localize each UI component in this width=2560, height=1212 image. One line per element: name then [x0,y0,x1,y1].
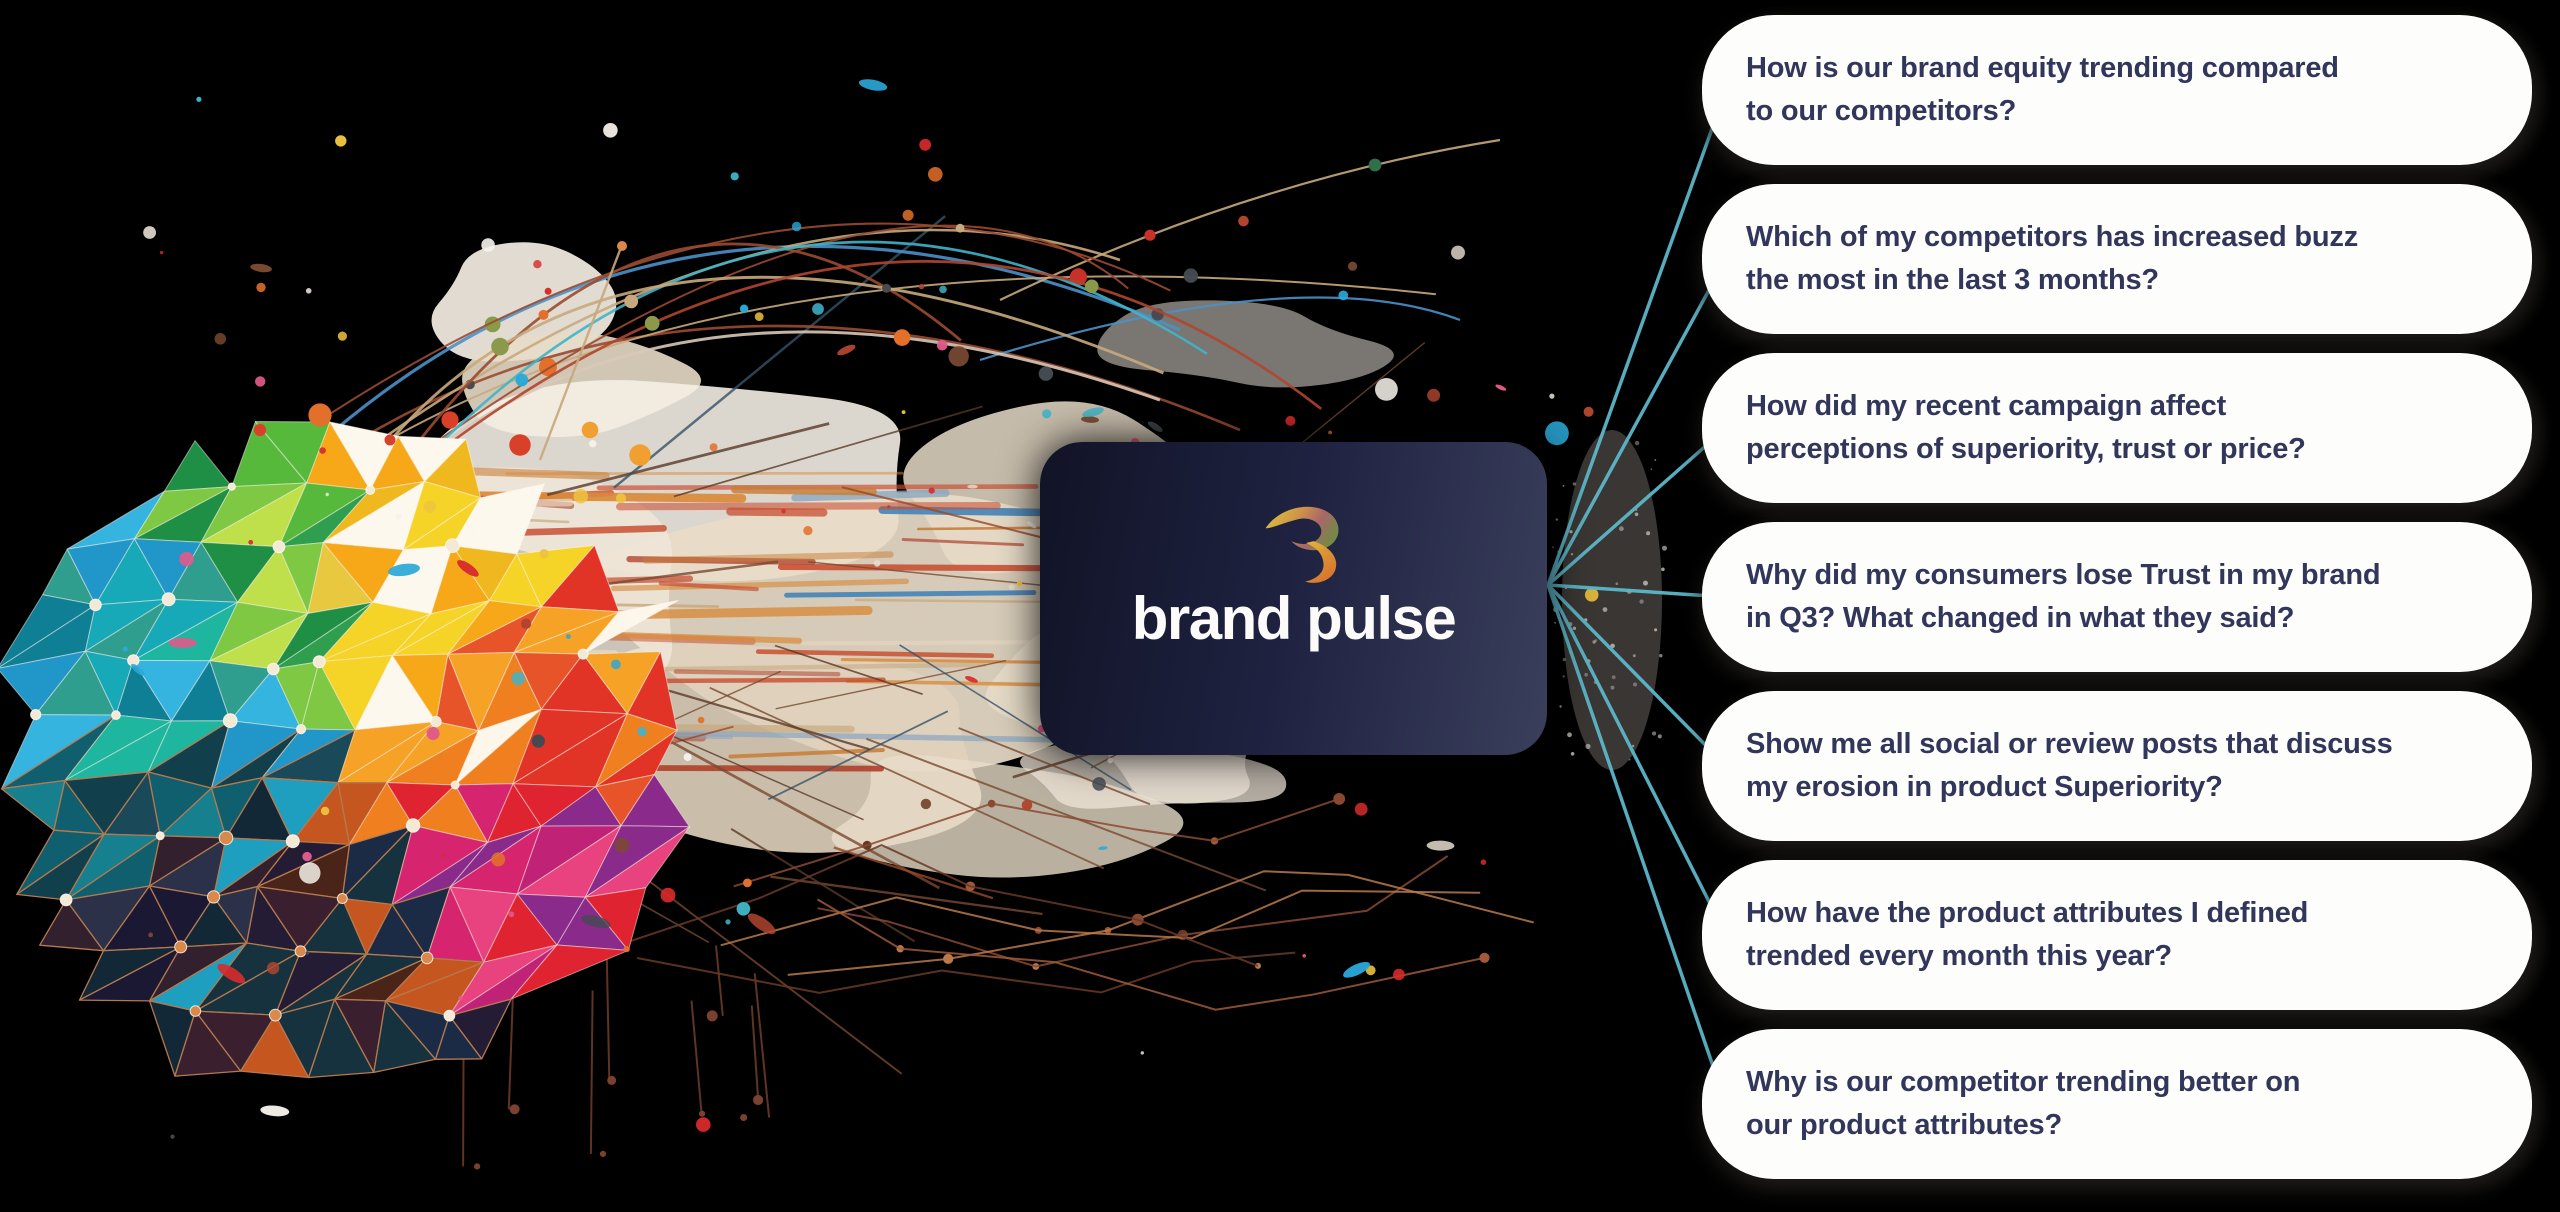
pulse-swoosh-icon [1265,506,1339,583]
pulse-word: pulse [1306,585,1457,652]
brand-wordmark: brand pulse [1131,584,1457,653]
brand-pulse-card: brand pulse [1040,442,1547,755]
question-bubbles: How is our brand equity trending compare… [1702,15,2532,1198]
question-bubble[interactable]: Why did my consumers lose Trust in my br… [1702,522,2532,672]
question-bubble[interactable]: How did my recent campaign affect percep… [1702,353,2532,503]
question-text: Why is our competitor trending better on… [1746,1065,2301,1142]
question-bubble[interactable]: How is our brand equity trending compare… [1702,15,2532,165]
question-bubble[interactable]: Which of my competitors has increased bu… [1702,184,2532,334]
question-text: Show me all social or review posts that … [1746,727,2393,804]
question-text: How did my recent campaign affect percep… [1746,389,2306,466]
brand-word: brand [1131,585,1293,652]
question-text: How have the product attributes I define… [1746,896,2309,973]
question-text: Which of my competitors has increased bu… [1746,220,2358,297]
question-bubble[interactable]: Show me all social or review posts that … [1702,691,2532,841]
question-bubble[interactable]: How have the product attributes I define… [1702,860,2532,1010]
question-text: How is our brand equity trending compare… [1746,51,2339,128]
question-bubble[interactable]: Why is our competitor trending better on… [1702,1029,2532,1179]
question-text: Why did my consumers lose Trust in my br… [1746,558,2381,635]
brand-pulse-logo: brand pulse [1131,506,1457,653]
